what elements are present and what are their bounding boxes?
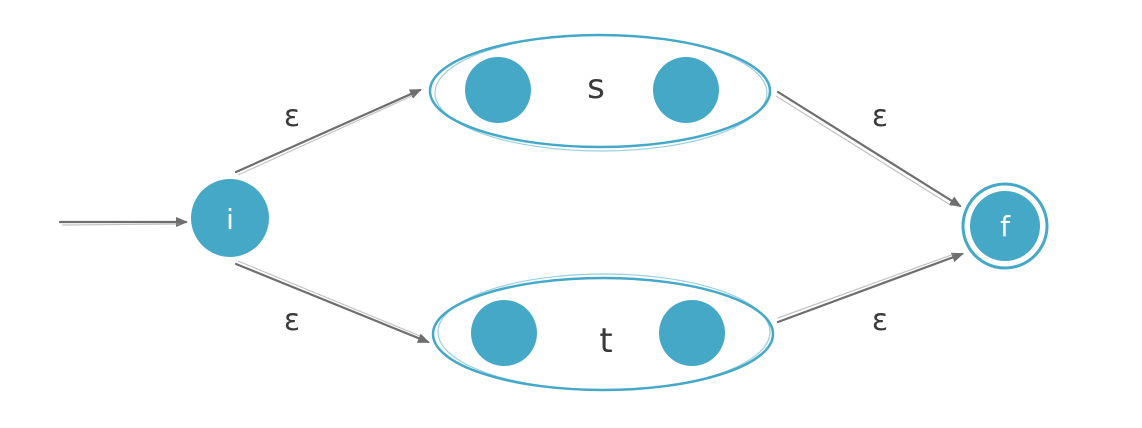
edge-t-to-f (776, 252, 964, 324)
sub-automaton-s: s (428, 33, 772, 152)
edge-i-to-t (234, 260, 430, 344)
edge-label-t-f: ε (872, 303, 888, 338)
sub-automaton-t: t (431, 273, 775, 392)
edge-label-i-t: ε (284, 303, 300, 338)
final-state: f (961, 182, 1049, 270)
state-t-start (471, 300, 537, 366)
state-t-end (659, 300, 725, 366)
sub-automaton-t-label: t (599, 321, 612, 361)
state-s-end (653, 57, 719, 123)
edge-s-to-f (775, 90, 962, 208)
start-arrow (58, 217, 188, 227)
final-state-label: f (1000, 210, 1011, 243)
edge-label-s-f: ε (872, 99, 888, 134)
sub-automaton-s-label: s (587, 67, 605, 107)
initial-state-label: i (226, 203, 234, 236)
edge-label-i-s: ε (284, 99, 300, 134)
state-s-start (465, 57, 531, 123)
edge-i-to-s (234, 88, 422, 176)
initial-state: i (191, 179, 269, 257)
